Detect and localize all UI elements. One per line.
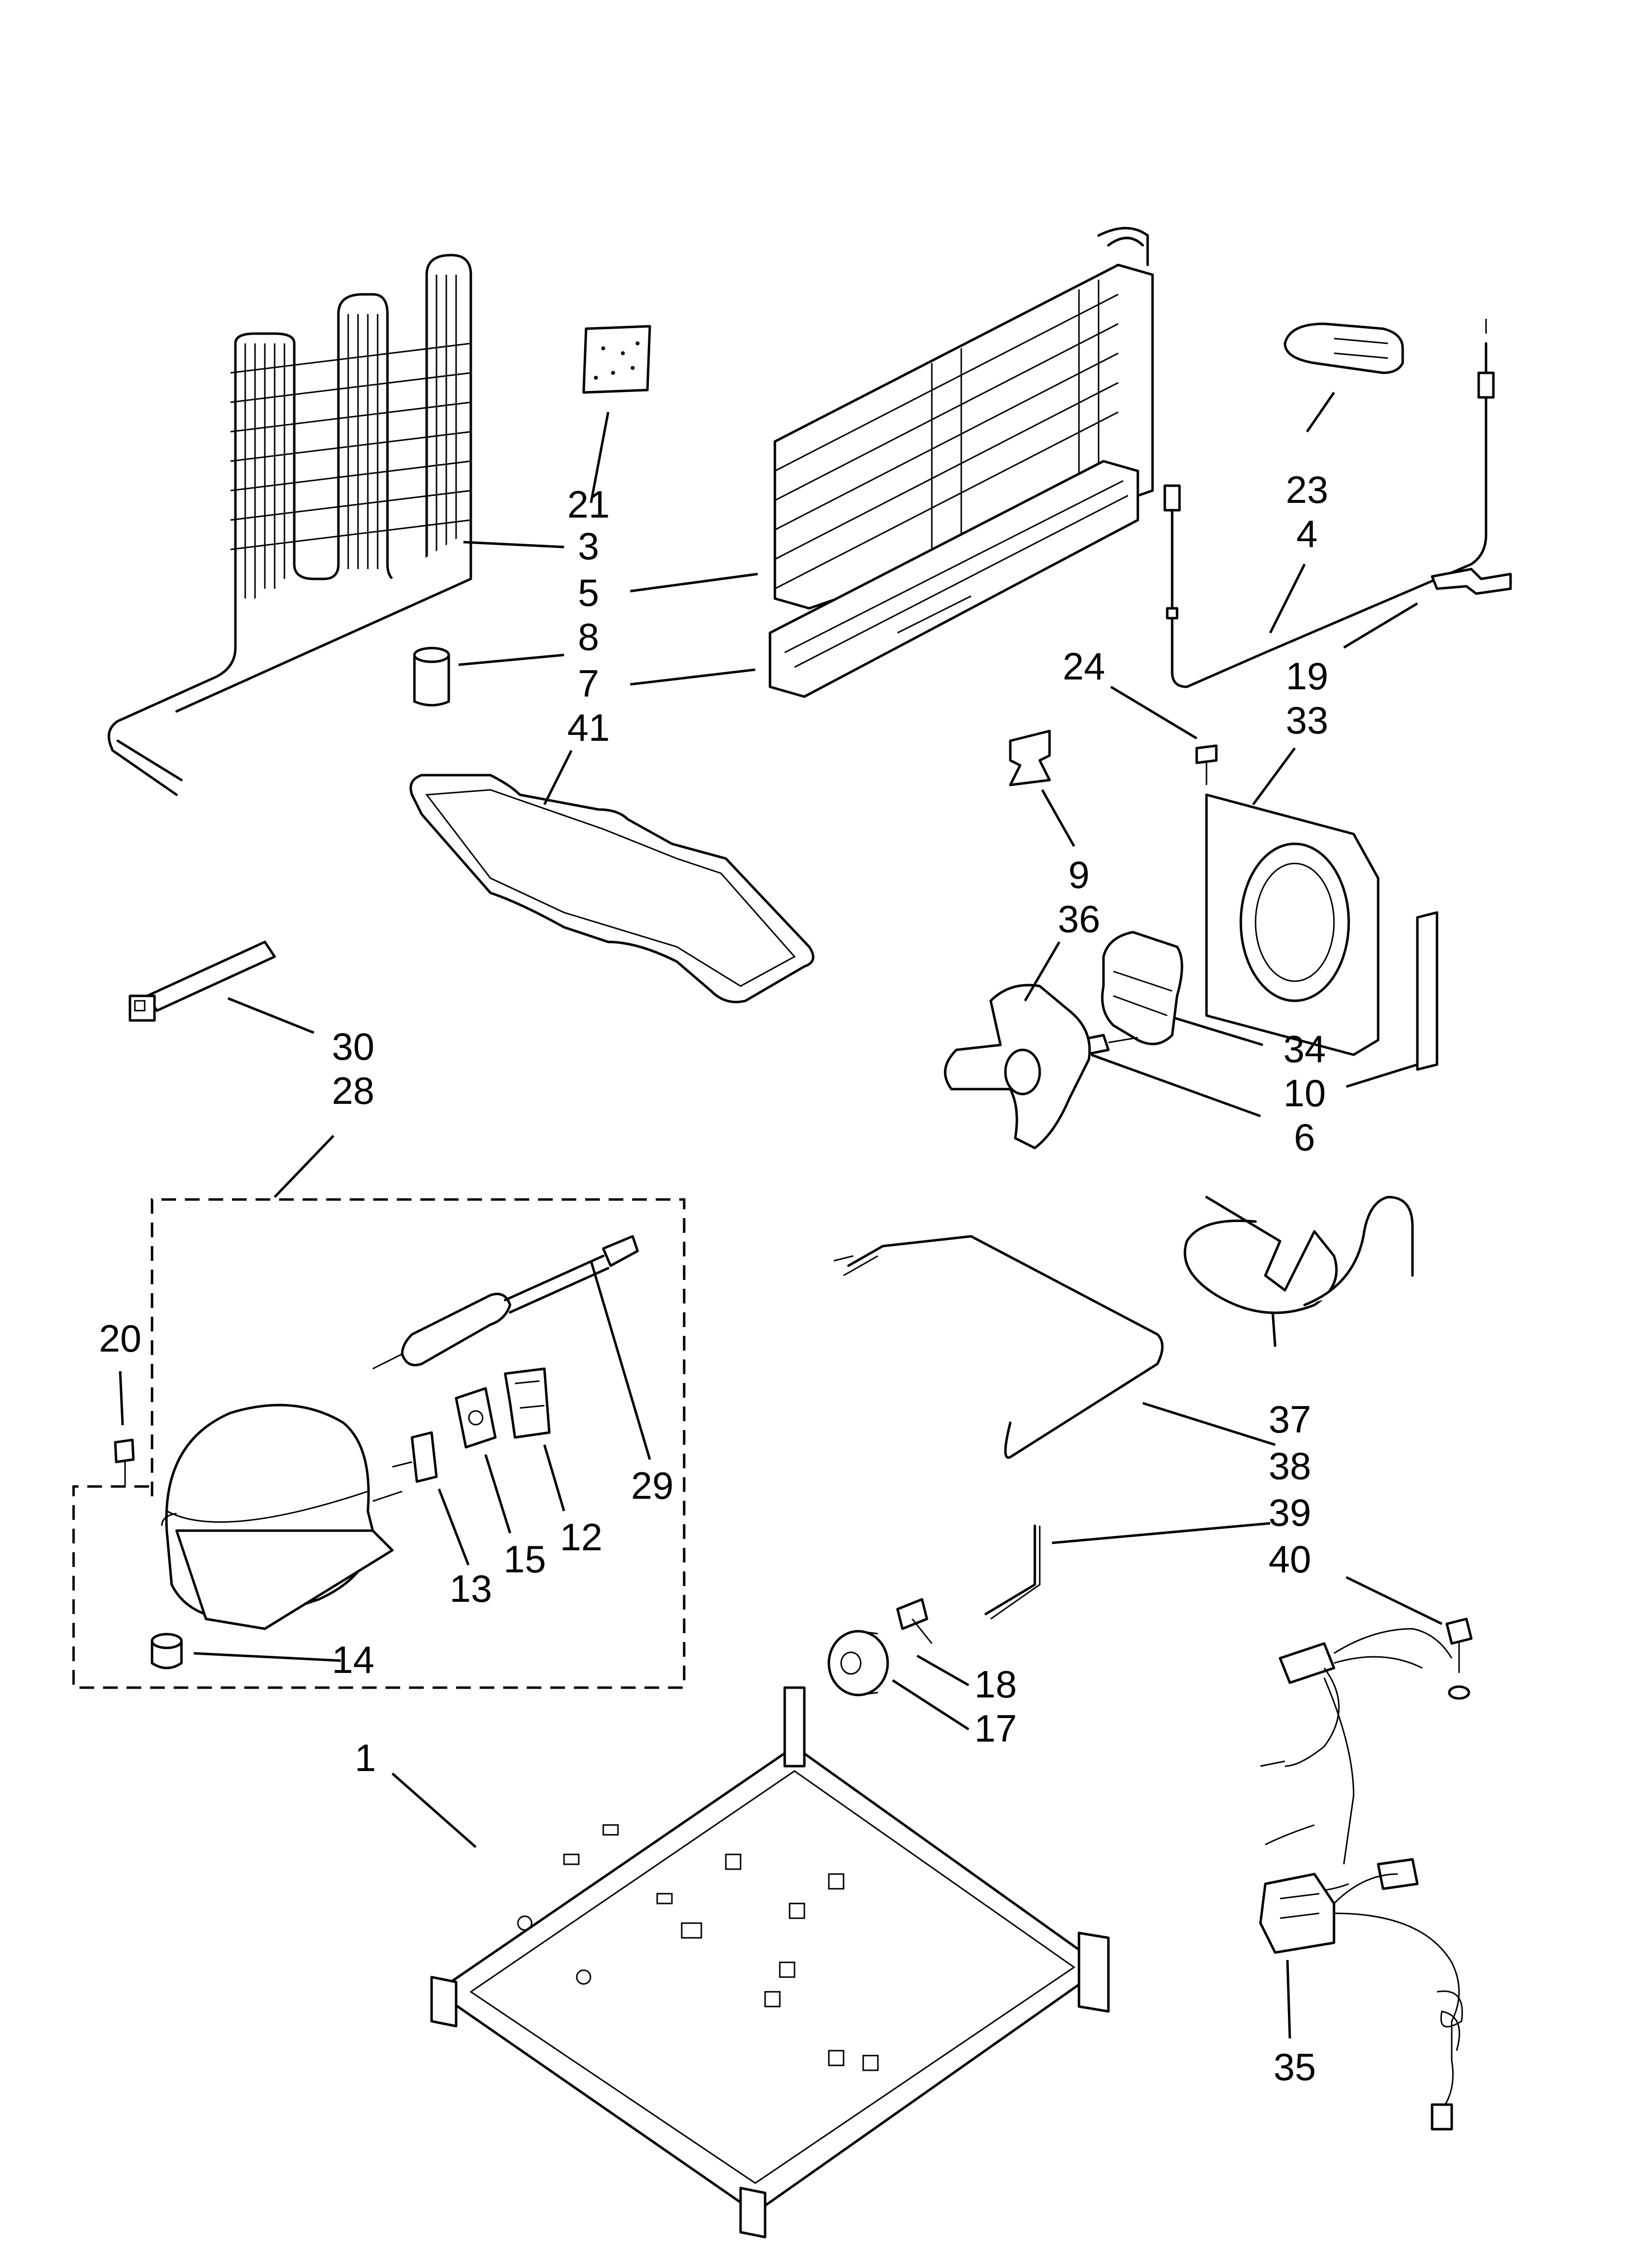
leader-7 (630, 668, 756, 686)
condenser-part (107, 254, 472, 796)
leader-17 (892, 1679, 970, 1731)
leader-9 (1041, 789, 1076, 847)
leader-14 (193, 1652, 341, 1662)
leader-4 (1269, 563, 1306, 634)
callout-15: 15 (504, 1538, 546, 1581)
callout-12: 12 (560, 1515, 603, 1559)
suction-tube-part (1183, 1196, 1414, 1314)
leader-40 (1345, 1576, 1443, 1625)
callout-18: 18 (975, 1663, 1017, 1706)
callout-10: 10 (1283, 1071, 1326, 1115)
callout-13: 13 (450, 1567, 492, 1610)
leader-20 (119, 1371, 124, 1426)
evaporator-cover-part (769, 460, 1139, 698)
leader-5 (630, 573, 758, 593)
overload-part (455, 1387, 497, 1449)
leader-33 (1252, 747, 1296, 806)
leader-34 (1174, 1017, 1263, 1046)
capacitor-part (372, 1235, 639, 1370)
leader-18 (916, 1654, 970, 1687)
callout-23: 23 (1286, 468, 1329, 511)
leader-30 (228, 997, 314, 1034)
cap-part (1283, 322, 1404, 374)
callout-3: 3 (578, 524, 599, 568)
leader-36 (1024, 941, 1061, 1002)
screw-24-part (1195, 744, 1218, 785)
leader-10 (1346, 1063, 1418, 1088)
callout-17: 17 (975, 1707, 1017, 1750)
leader-13 (437, 1488, 470, 1565)
leader-37 (1271, 1312, 1277, 1347)
callout-24: 24 (1063, 645, 1105, 688)
leader-24 (1110, 685, 1198, 740)
leader-1 (391, 1773, 477, 1848)
callout-34: 34 (1283, 1027, 1326, 1070)
callout-33: 33 (1286, 699, 1329, 742)
pin-part (896, 1598, 933, 1644)
leader-12 (543, 1444, 565, 1512)
leader-23 (1306, 391, 1335, 433)
leader-21 (590, 412, 610, 503)
callout-4: 4 (1296, 512, 1317, 555)
leader-39 (1052, 1522, 1271, 1544)
screw-20-part (114, 1438, 135, 1486)
leader-29 (590, 1260, 651, 1460)
fan-blade-part (944, 984, 1091, 1149)
fan-motor-part (1101, 931, 1183, 1045)
compressor-group-boundary (72, 1198, 686, 1689)
tape-part (1416, 911, 1438, 1071)
leader-41 (543, 750, 573, 806)
callout-29: 29 (631, 1464, 674, 1507)
leader-lines (119, 391, 1443, 2039)
roller-part (827, 1630, 889, 1696)
fan-shroud-part (1205, 793, 1380, 1056)
callout-5: 5 (578, 571, 599, 614)
filter-drier-part (413, 647, 450, 706)
leader-28 (274, 1135, 334, 1198)
base-frame-part (430, 1686, 1110, 2239)
grommet-part (151, 1633, 183, 1669)
callout-40: 40 (1269, 1538, 1311, 1581)
leader-3 (463, 541, 564, 548)
callout-38: 38 (1269, 1444, 1311, 1487)
relay-part (504, 1367, 551, 1439)
tube-39-part (984, 1524, 1041, 1620)
callout-labels: 21 3 5 8 7 41 23 4 19 24 33 9 36 34 10 6… (99, 468, 1329, 2088)
compressor-part (161, 1404, 403, 1630)
callout-20: 20 (99, 1317, 142, 1360)
callout-41: 41 (567, 706, 610, 749)
callout-9: 9 (1068, 853, 1089, 896)
callout-37: 37 (1269, 1398, 1311, 1441)
discharge-tube-part (833, 1235, 1164, 1459)
callout-28: 28 (332, 1069, 375, 1112)
callout-36: 36 (1058, 897, 1101, 940)
leader-38 (1142, 1402, 1276, 1446)
leader-8 (458, 653, 564, 666)
bracket-part (1431, 568, 1512, 595)
insulation-pad-part (582, 325, 651, 394)
callout-19: 19 (1286, 654, 1329, 698)
wire-harness-part (1259, 1628, 1463, 2131)
callout-7: 7 (578, 662, 599, 705)
thermistor-wire-part (1163, 319, 1495, 688)
callout-8: 8 (578, 615, 599, 658)
drain-pan-part (410, 774, 815, 1003)
leader-35 (1286, 1959, 1291, 2039)
leader-6 (1091, 1053, 1261, 1118)
callout-14: 14 (332, 1638, 375, 1681)
callout-30: 30 (332, 1025, 375, 1068)
leader-19 (1343, 602, 1418, 649)
leader-15 (484, 1454, 512, 1534)
callout-6: 6 (1294, 1116, 1315, 1159)
cable-tie-part (128, 940, 276, 1022)
callout-39: 39 (1269, 1491, 1311, 1534)
callout-21: 21 (567, 483, 610, 526)
callout-1: 1 (355, 1736, 376, 1779)
callout-35: 35 (1274, 2045, 1316, 2088)
connector-part (392, 1431, 438, 1483)
clip-part (1009, 730, 1051, 786)
screw-40-part (1445, 1617, 1473, 1700)
